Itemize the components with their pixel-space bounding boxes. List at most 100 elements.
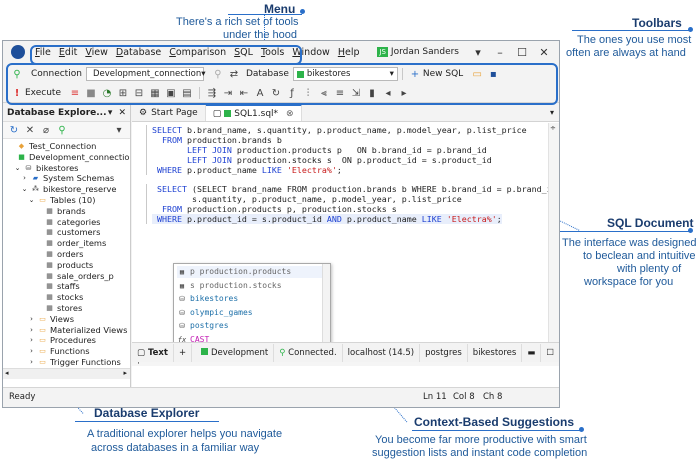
expander-icon[interactable]	[35, 261, 42, 270]
tree-item[interactable]: ▦stores	[35, 303, 82, 314]
horizontal-scrollbar[interactable]: ◂ ▸	[3, 368, 130, 379]
case-icon[interactable]: A	[256, 87, 264, 99]
tree-item[interactable]: ⌄⛁bikestores	[14, 163, 79, 174]
refresh-icon[interactable]: ↻	[9, 124, 19, 136]
tree-item[interactable]: ▦orders	[35, 249, 83, 260]
expander-icon[interactable]	[35, 293, 42, 302]
chevron-down-icon[interactable]: ▾	[116, 124, 122, 136]
expander-icon[interactable]	[35, 272, 42, 281]
tree-item[interactable]: ▦staffs	[35, 281, 80, 292]
tree-item[interactable]: ■Development_connection	[7, 152, 130, 163]
vertical-scrollbar[interactable]: ÷ ▾	[548, 123, 559, 355]
sql-icon[interactable]: ƒ	[290, 87, 294, 99]
stop-icon[interactable]: ■	[86, 87, 96, 99]
wrap-icon[interactable]: ⇲	[351, 87, 361, 99]
close-icon[interactable]: ⊗	[286, 108, 294, 119]
grid-icon[interactable]: ▦	[150, 87, 160, 99]
text-view-tab[interactable]: ▢ Text	[132, 343, 174, 362]
tab-sql1[interactable]: ▢SQL1.sql*⊗	[205, 104, 302, 121]
tree-item[interactable]: ▦brands	[35, 206, 85, 217]
expander-icon[interactable]: ⌄	[14, 163, 21, 172]
suggestion-item[interactable]: ⛁olympic_games	[177, 307, 253, 319]
code-editor[interactable]: SELECT b.brand_name, s.quantity, p.produ…	[132, 123, 548, 355]
maximize-icon[interactable]: ☐	[517, 45, 527, 59]
tab-list-icon[interactable]: ▾	[549, 108, 554, 117]
outdent-icon[interactable]: ⇤	[239, 87, 249, 99]
add-tab-icon[interactable]: +	[174, 343, 193, 362]
explain-plan-icon[interactable]: ⊞	[118, 87, 128, 99]
maximize-panel-icon[interactable]: ☐	[546, 347, 554, 358]
image-icon[interactable]: ▣	[166, 87, 176, 99]
menu-item-view[interactable]: View	[85, 46, 108, 58]
change-db-icon[interactable]: ⇄	[229, 68, 239, 80]
expander-icon[interactable]: ›	[30, 336, 33, 345]
comment-icon[interactable]: ⫶	[306, 87, 310, 99]
tree-item[interactable]: ▦products	[35, 260, 93, 271]
execute-icon[interactable]: !	[14, 87, 20, 99]
menu-item-database[interactable]: Database	[115, 46, 162, 58]
suggestion-scrollbar[interactable]	[322, 264, 330, 355]
suggestion-item[interactable]: ⛁bikestores	[177, 293, 238, 305]
scroll-left-icon[interactable]: ◂	[5, 369, 9, 377]
save-icon[interactable]: ▪	[489, 68, 497, 80]
pin-icon[interactable]: ▾	[107, 107, 113, 118]
user-name[interactable]: Jordan Sanders	[390, 47, 459, 57]
expander-icon[interactable]: ⌄	[28, 196, 35, 204]
tree-item[interactable]: ▦categories	[35, 217, 100, 228]
expander-icon[interactable]	[35, 282, 42, 291]
expander-icon[interactable]	[35, 304, 42, 313]
expander-icon[interactable]: ›	[30, 325, 33, 334]
tree-item[interactable]: ▦stocks	[35, 292, 83, 303]
expander-icon[interactable]	[35, 228, 42, 237]
align-icon[interactable]: ≡	[335, 87, 345, 99]
format-icon[interactable]: ⇶	[207, 87, 217, 99]
minimize-icon[interactable]: –	[497, 45, 503, 59]
expander-icon[interactable]: ›	[30, 358, 33, 366]
suggestion-item[interactable]: ▦s production.stocks	[177, 280, 282, 292]
uncomment-icon[interactable]: ⫷	[321, 87, 327, 99]
expander-icon[interactable]	[7, 153, 14, 162]
delete-icon[interactable]: ✕	[25, 124, 35, 136]
new-connection-icon[interactable]: ⚲	[58, 124, 66, 136]
menu-item-file[interactable]: File	[35, 46, 51, 58]
execute-button[interactable]: Execute	[25, 88, 61, 98]
scroll-right-icon[interactable]: ▸	[123, 369, 127, 377]
menu-item-edit[interactable]: Edit	[58, 46, 78, 58]
suggestion-item[interactable]: ▦p production.products	[177, 266, 327, 278]
expander-icon[interactable]	[35, 207, 42, 216]
tree-item[interactable]: ›▭Views	[28, 314, 74, 325]
disconnect-icon[interactable]: ⚲	[214, 68, 222, 80]
execute-current-icon[interactable]: ≡	[70, 87, 80, 99]
menu-item-help[interactable]: Help	[337, 46, 360, 58]
expander-icon[interactable]: ⌄	[21, 185, 28, 194]
dropdown-icon[interactable]: ▾	[475, 45, 481, 59]
split-icon[interactable]: ÷	[550, 124, 556, 132]
connect-icon[interactable]: ⚲	[13, 68, 21, 80]
tree-item[interactable]: ›▭Trigger Functions	[28, 357, 121, 367]
indent-icon[interactable]: ⇥	[223, 87, 233, 99]
tree-item[interactable]: ›▭Materialized Views	[28, 325, 127, 336]
menu-item-tools[interactable]: Tools	[260, 46, 285, 58]
open-folder-icon[interactable]: ▭	[472, 68, 482, 80]
suggestion-list[interactable]: ▦p production.products ▦s production.stoc…	[173, 263, 331, 355]
expander-icon[interactable]	[7, 142, 14, 151]
next-bookmark-icon[interactable]: ▸	[401, 87, 407, 99]
paste-icon[interactable]: ▤	[182, 87, 192, 99]
tree-item[interactable]: ▦order_items	[35, 238, 106, 249]
tree-item[interactable]: ›▭Procedures	[28, 335, 96, 346]
bookmark-icon[interactable]: ▮	[369, 87, 375, 99]
suggestion-item[interactable]: ⛁postgres	[177, 320, 228, 332]
tab-start-page[interactable]: ⚙Start Page	[132, 104, 206, 121]
prev-bookmark-icon[interactable]: ◂	[385, 87, 391, 99]
new-sql-icon[interactable]: +	[410, 68, 420, 80]
tree-item[interactable]: ⌄▭Tables (10)	[28, 195, 96, 206]
expander-icon[interactable]	[35, 218, 42, 227]
database-select[interactable]: bikestores▾	[292, 67, 398, 81]
connection-select[interactable]: Development_connection▾	[85, 67, 206, 81]
tree-item[interactable]: ⌄⁂bikestore_reserve	[21, 184, 117, 195]
expander-icon[interactable]: ›	[23, 174, 26, 183]
user-avatar[interactable]: JS	[377, 47, 388, 57]
expander-icon[interactable]	[35, 250, 42, 259]
tree-item[interactable]: ▦customers	[35, 227, 100, 238]
